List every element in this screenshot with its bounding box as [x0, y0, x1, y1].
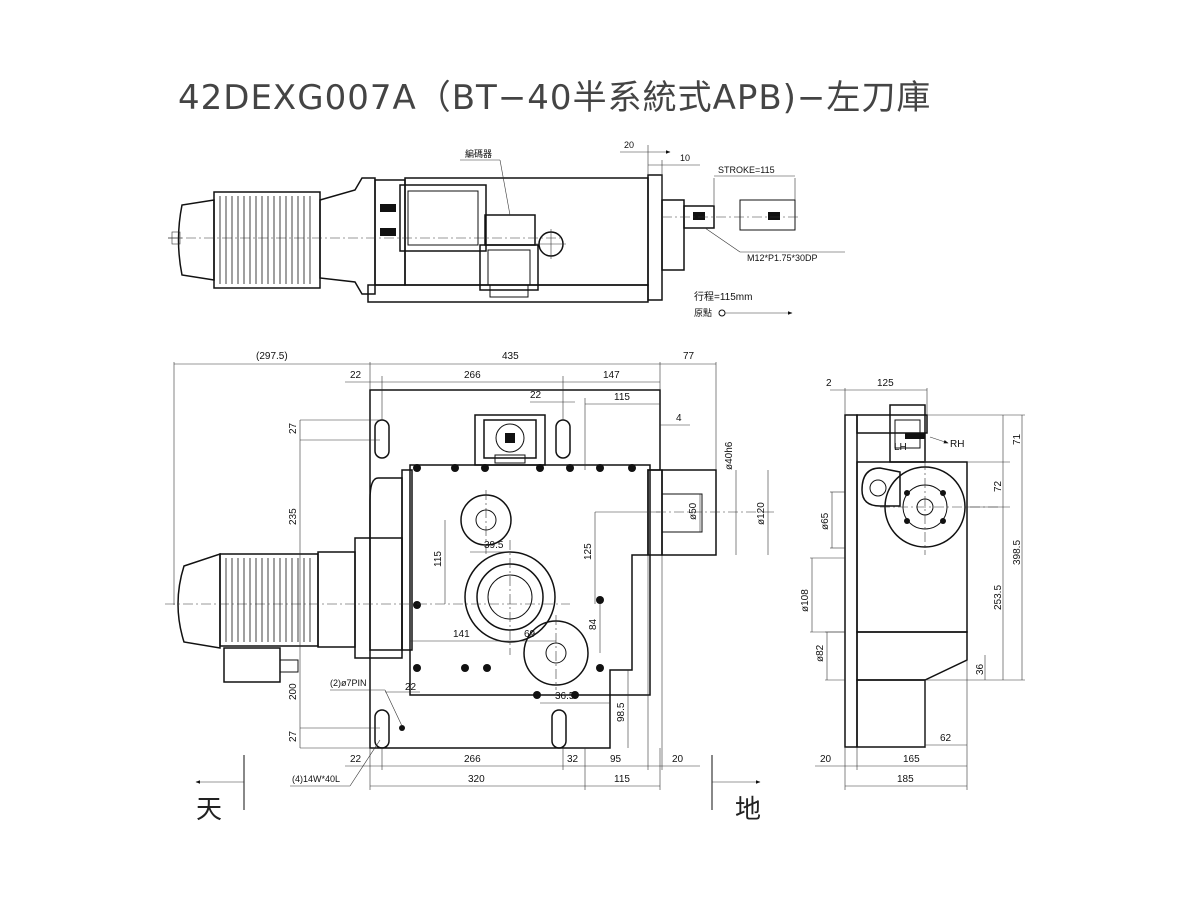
ground-label: 地 — [735, 795, 761, 825]
dim-77: 77 — [683, 351, 695, 362]
dim-266-a: 266 — [464, 370, 481, 381]
side-dim-36: 36 — [975, 663, 986, 675]
dim-50: ø50 — [688, 502, 699, 520]
side-dim-185: 185 — [897, 774, 914, 785]
side-dim-82: ø82 — [815, 644, 826, 662]
dim-4: 4 — [676, 413, 682, 424]
side-dim-165: 165 — [903, 754, 920, 765]
sky-label: 天 — [196, 795, 222, 825]
dim-120: ø120 — [756, 502, 767, 525]
side-dim-398-5: 398.5 — [1012, 540, 1023, 565]
rh-label: RH — [950, 439, 964, 450]
side-dim-65: ø65 — [820, 512, 831, 530]
dim-435: 435 — [502, 351, 519, 362]
dim-36-5: 36.5 — [555, 691, 575, 702]
dim-39-5: 39.5 — [484, 540, 504, 551]
dim-84: 84 — [588, 618, 599, 630]
dim-297-5: (297.5) — [256, 351, 288, 362]
dim-320: 320 — [468, 774, 485, 785]
travel-label: 行程=115mm — [694, 290, 752, 303]
drawing-title: 42DEXG007A（BT−40半系統式APB)−左刀庫 — [178, 78, 931, 118]
stroke-label: STROKE=115 — [718, 165, 775, 175]
side-dim-20: 20 — [820, 754, 832, 765]
dim-147: 147 — [603, 370, 620, 381]
dim-200: 200 — [288, 683, 299, 700]
pin-spec: (2)ø7PIN — [330, 678, 367, 688]
dim-40h6: ø40h6 — [724, 441, 735, 470]
front-view: (297.5) 435 77 22 266 147 22 115 4 27 23… — [165, 351, 775, 825]
thread-spec: M12*P1.75*30DP — [747, 253, 818, 263]
dim-27-b: 27 — [288, 730, 299, 742]
side-dim-72: 72 — [993, 480, 1004, 492]
side-dim-71: 71 — [1012, 433, 1023, 445]
encoder-label: 編碼器 — [465, 148, 492, 159]
side-view: 2 125 LH RH 71 72 398.5 253.5 36 ø65 ø10… — [800, 378, 1025, 790]
dim-266-b: 266 — [464, 754, 481, 765]
side-dim-2: 2 — [826, 378, 832, 389]
dim-22-d: 22 — [350, 754, 362, 765]
origin-label: 原點 — [694, 307, 712, 318]
dim-22-c: 22 — [405, 682, 417, 693]
top-view: 編碼器 20 10 STROKE=115 M12*P1.75*30DP 行程=1… — [168, 140, 845, 318]
dim-235: 235 — [288, 508, 299, 525]
dim-22-a: 22 — [350, 370, 362, 381]
dim-20: 20 — [672, 754, 684, 765]
dim-98-5: 98.5 — [616, 702, 627, 722]
side-dim-62: 62 — [940, 733, 952, 744]
side-dim-108: ø108 — [800, 589, 811, 612]
side-dim-125: 125 — [877, 378, 894, 389]
lh-label: LH — [894, 442, 907, 453]
dim-top-20: 20 — [624, 140, 634, 150]
dim-115-a: 115 — [614, 392, 630, 403]
side-dim-253-5: 253.5 — [993, 585, 1004, 610]
dim-115-c: 115 — [614, 774, 630, 785]
dim-27-a: 27 — [288, 422, 299, 434]
dim-top-10: 10 — [680, 153, 690, 163]
dim-95: 95 — [610, 754, 622, 765]
dim-32: 32 — [567, 754, 579, 765]
dim-125: 125 — [583, 543, 594, 560]
dim-69: 69 — [524, 629, 536, 640]
dim-22-b: 22 — [530, 390, 542, 401]
dim-115-b: 115 — [433, 551, 444, 567]
slot-spec: (4)14W*40L — [292, 774, 340, 784]
dim-141: 141 — [453, 629, 470, 640]
